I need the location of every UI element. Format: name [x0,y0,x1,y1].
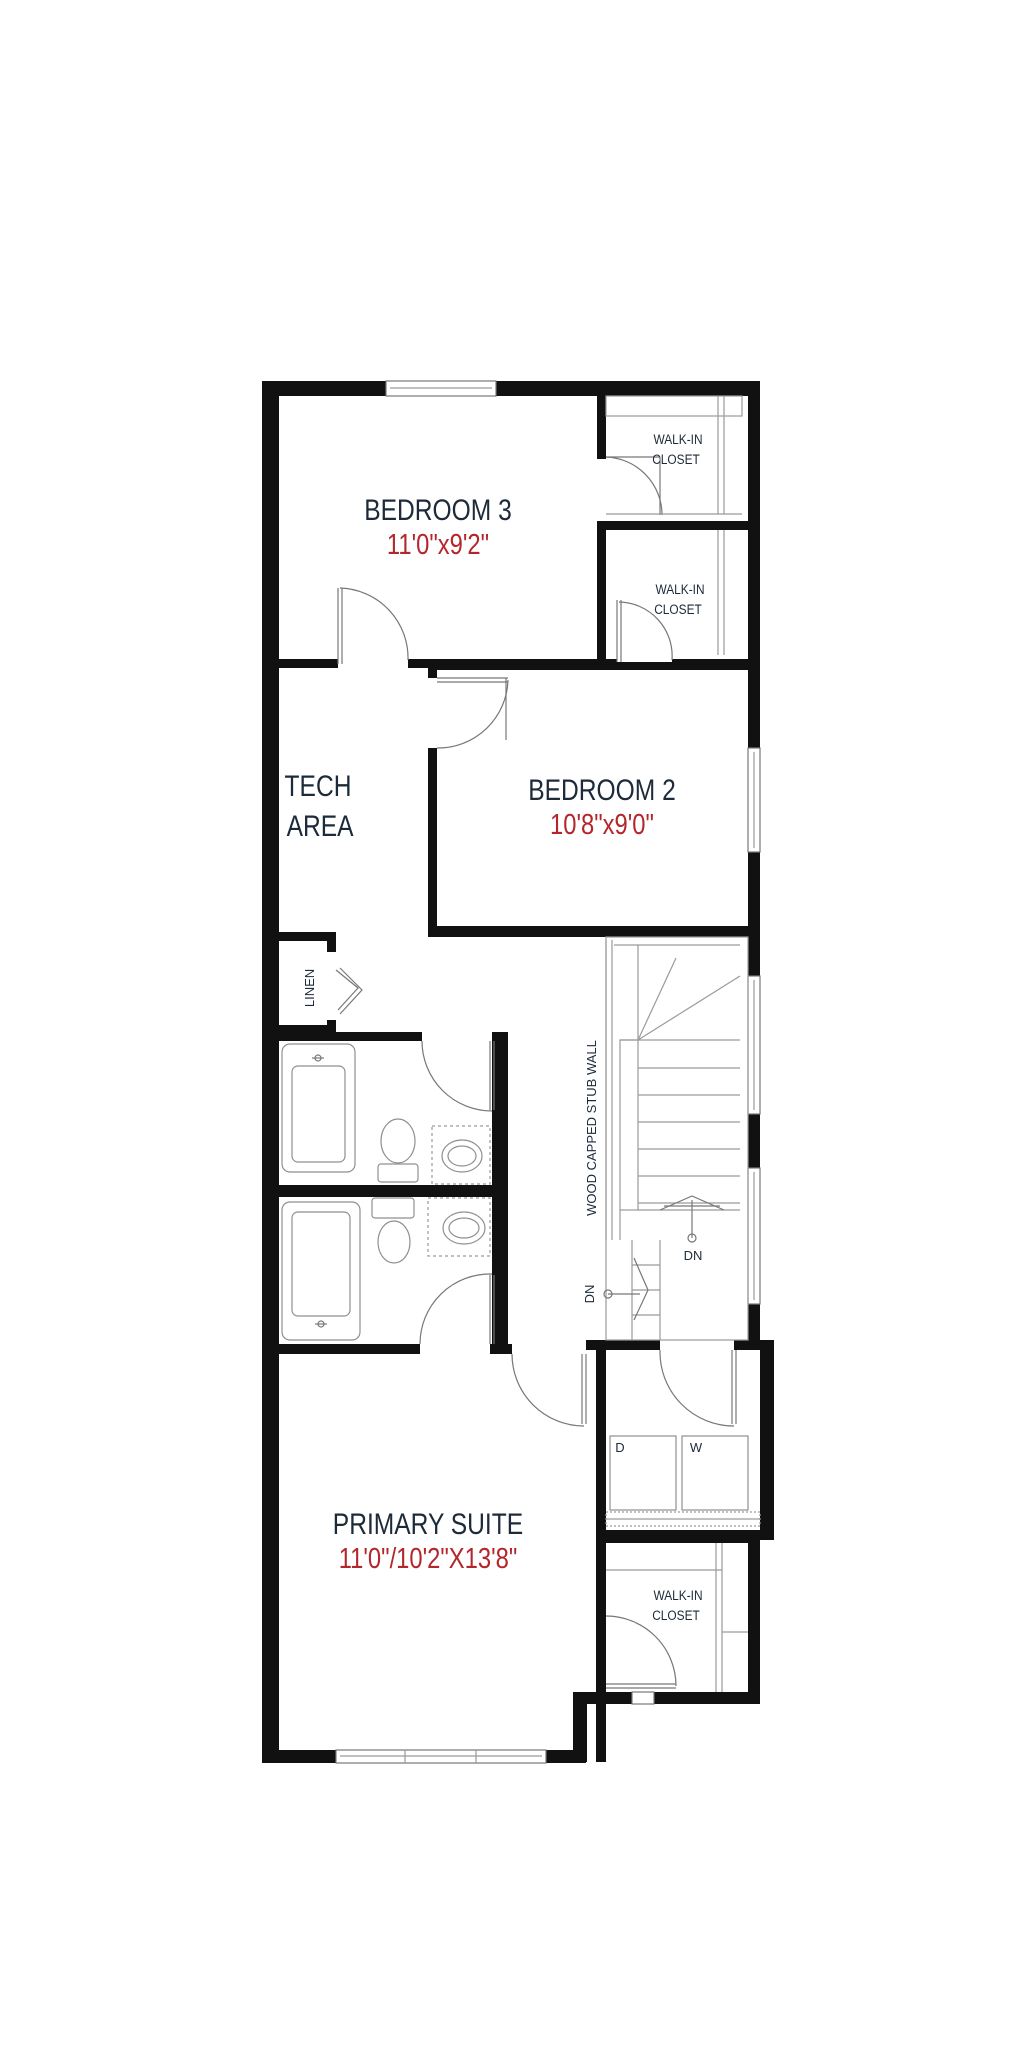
wall-bedroom2-left-stub [428,662,437,678]
closet1-label-line2: CLOSET [652,451,700,467]
closet-shelves [605,395,748,1692]
laundry-bump-right [760,1340,774,1540]
bathroom-2-fixtures [281,1197,491,1341]
closet2-label-line1: WALK-IN [655,581,704,597]
wall-bath1-top [262,1032,422,1041]
exterior-wall-top-right [496,381,760,396]
washer-label: W [690,1440,703,1455]
vanity-2 [427,1197,491,1257]
door-bath1 [421,1040,495,1112]
window-primary-suite [335,1749,547,1764]
bedroom2-name: BEDROOM 2 [528,773,676,807]
exterior-wall-bottom-left [262,1750,336,1763]
stair-arrow-lower [603,1257,649,1321]
wall-closet-column-upper [597,381,606,459]
vanity-1 [431,1125,491,1185]
bathroom-1-fixtures [281,1043,491,1185]
toilet-2 [377,1220,411,1264]
wall-closet3-top [596,1534,760,1543]
exterior-wall-right-lower [748,1534,760,1704]
stair-outline [605,936,749,1341]
notch-vertical [573,1692,587,1762]
bedroom2-dimensions: 10'8"x9'0" [550,808,654,841]
wall-closet-column-lower [597,521,606,668]
linen-label: LINEN [302,969,317,1007]
stub-wall-label: WOOD CAPPED STUB WALL [584,1040,599,1216]
staircase [603,936,749,1341]
closet2-label-line2: CLOSET [654,601,702,617]
window-bedroom3 [385,380,497,397]
wall-bedroom2-left [428,748,437,937]
wall-bath2-bottom-right [490,1344,512,1354]
primary-suite-dimensions: 11'0"/10'2"X13'8" [339,1542,518,1575]
primary-suite-name: PRIMARY SUITE [333,1507,523,1541]
door-primary-suite [511,1353,587,1427]
wall-linen-top [262,932,336,941]
exterior-wall-left [262,381,279,1763]
wall-stair-bottom-right [734,1340,774,1350]
toilet-1 [380,1118,416,1164]
wall-stair-bottom-left [586,1340,660,1350]
exterior-wall-right-mid1 [748,852,760,976]
exterior-wall-right-upper [748,381,760,748]
wall-linen-right-lower [327,1020,336,1032]
door-closet2 [616,600,673,662]
wall-linen-right [327,932,336,952]
dryer-unit [609,1435,677,1511]
interior-walls [262,381,774,1762]
exterior-wall-top-left [262,381,386,396]
exterior-wall-right-mid2 [748,1114,760,1168]
wall-bedroom2-top [430,662,760,670]
vent-small [631,1691,655,1705]
room-labels: BEDROOM 3 11'0"x9'2" WALK-IN CLOSET WALK… [285,431,705,1623]
door-closet1 [605,456,663,516]
bedroom3-name: BEDROOM 3 [364,493,512,527]
closet3-label-line2: CLOSET [652,1607,700,1623]
wall-bath2-bottom-left [262,1344,420,1354]
wall-bedroom2-bottom [428,926,760,937]
wall-bedroom3-bottom-left [262,659,338,668]
door-bedroom2 [436,677,509,749]
door-linen [335,967,363,1015]
exterior-wall-right-mid3 [748,1304,760,1346]
closet1-label-line1: WALK-IN [653,431,702,447]
stair-down-label-lower: DN [582,1285,597,1304]
tech-area-line2: AREA [287,809,355,843]
wall-closet3-left-upper [596,1534,606,1616]
closet3-label-line1: WALK-IN [653,1587,702,1603]
window-bedroom2 [747,747,761,853]
door-closet3 [605,1615,677,1689]
dryer-label: D [615,1440,624,1455]
stair-down-label-upper: DN [684,1248,703,1263]
washer-unit [681,1435,749,1511]
doors [335,456,737,1689]
door-bath2 [419,1273,495,1345]
wall-linen-bottom [262,1025,336,1032]
door-bedroom3 [337,587,409,664]
window-stairs-2 [747,1167,761,1305]
door-laundry [659,1349,737,1427]
stair-arrow-upper [659,1195,725,1243]
exterior-walls [262,381,774,1763]
laundry-fixtures [605,1435,761,1527]
bedroom3-dimensions: 11'0"x9'2" [387,528,489,561]
tech-area-line1: TECH [285,769,352,803]
exterior-wall-bottom-right-short [546,1750,586,1763]
exterior-wall-bottom-right [584,1692,760,1704]
window-stairs-1 [747,975,761,1115]
wall-closets-divider [597,521,760,530]
wall-baths-divider [262,1185,508,1197]
shelf-closet1-top [605,395,743,417]
windows [335,380,761,1764]
